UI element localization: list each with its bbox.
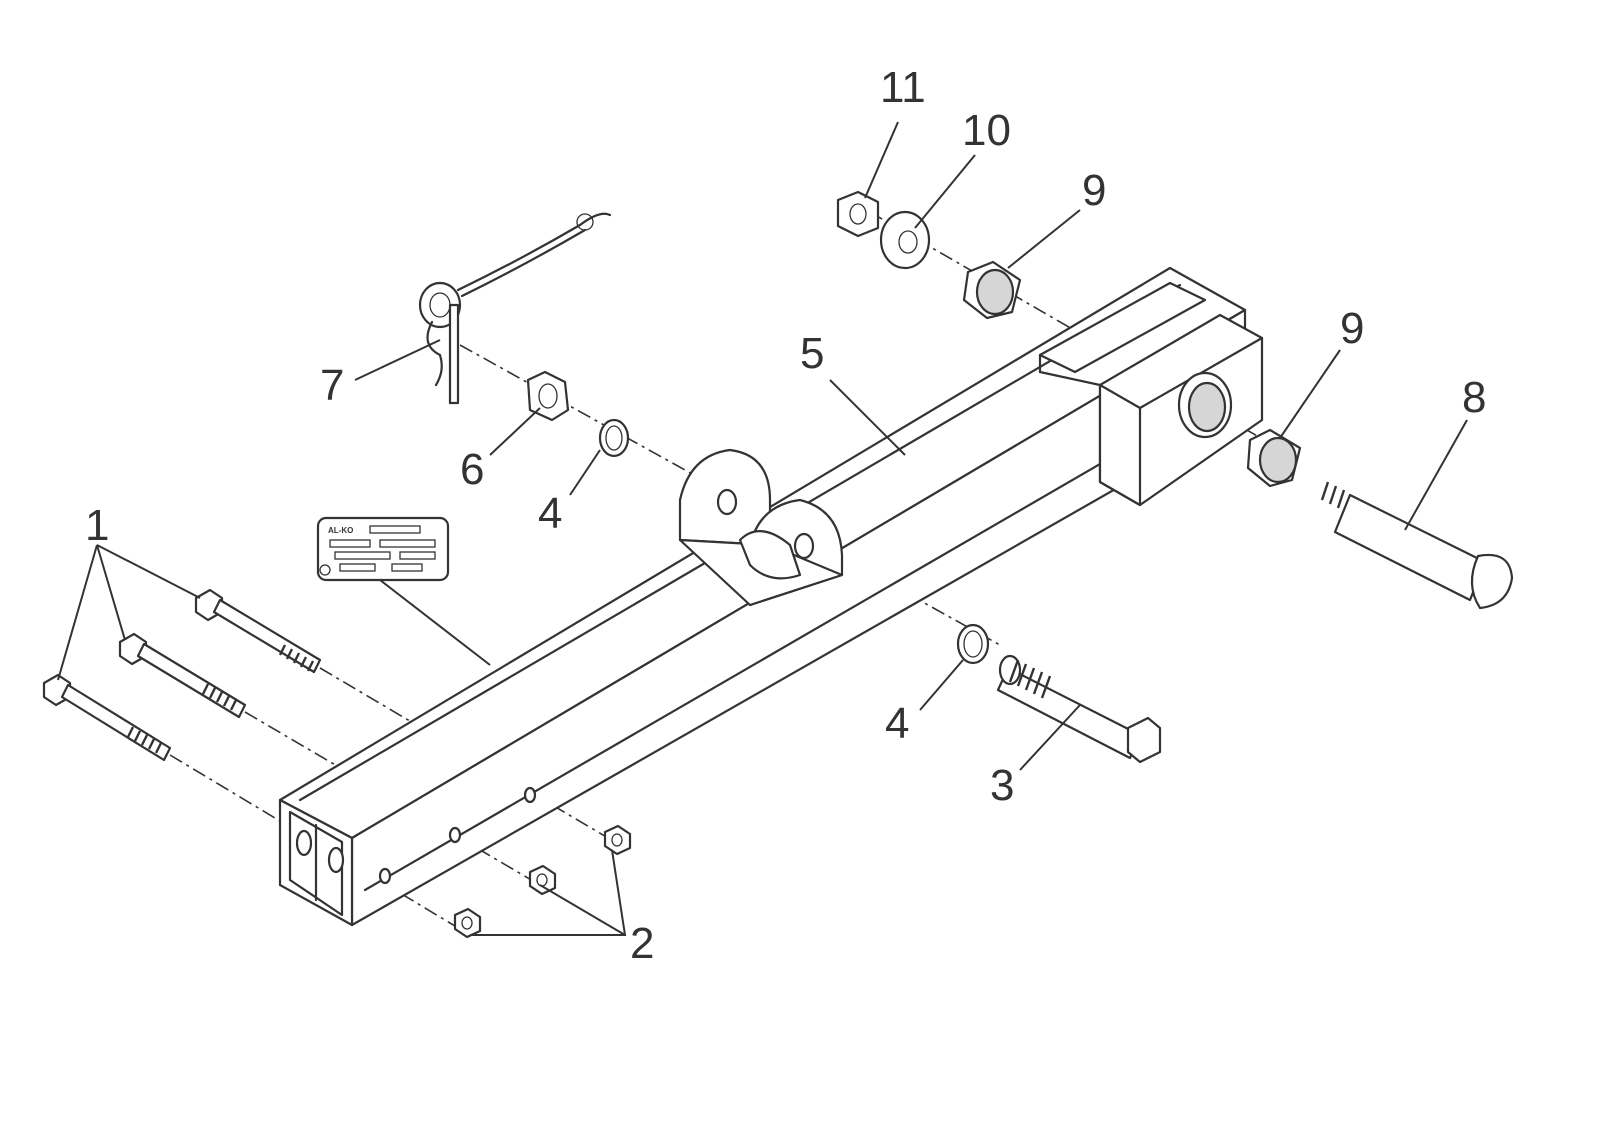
- bolt-1-middle: [118, 632, 247, 719]
- part-label-4-lower: 4: [885, 699, 909, 748]
- bolt-1-bottom: [42, 673, 172, 762]
- part-label-7: 7: [320, 361, 344, 410]
- nut-2-top: [603, 824, 632, 856]
- nut-11: [836, 190, 880, 238]
- bolt-1-top: [194, 588, 322, 674]
- part-label-6: 6: [460, 445, 484, 494]
- id-plate: AL-KO: [316, 516, 450, 582]
- part-labels: 1 2 3 4 4 5 6 7 8 9 9 10 11: [85, 63, 1486, 968]
- castle-nut-6: [526, 370, 570, 422]
- part-label-11: 11: [880, 63, 926, 112]
- nut-2-middle: [528, 864, 557, 896]
- washer-4-lower: [956, 623, 990, 665]
- part-label-8: 8: [1462, 373, 1486, 422]
- part-label-4-upper: 4: [538, 489, 562, 538]
- part-label-9-lower: 9: [1340, 304, 1364, 353]
- linch-pin-7: [418, 212, 612, 405]
- washer-4-upper: [598, 418, 630, 458]
- id-plate-brand: AL-KO: [328, 526, 353, 535]
- part-label-5: 5: [800, 329, 824, 378]
- bushing-9-upper: [962, 260, 1022, 320]
- part-label-9-upper: 9: [1082, 166, 1106, 215]
- part-label-1: 1: [85, 501, 109, 550]
- nut-2-bottom: [453, 907, 482, 939]
- part-label-3: 3: [990, 761, 1014, 810]
- leader-lines: [57, 121, 1468, 936]
- pivot-bolt-3: [996, 654, 1162, 764]
- bushing-9-lower: [1246, 428, 1302, 488]
- clevis-bracket: [678, 448, 844, 607]
- part-label-2: 2: [630, 919, 654, 968]
- part-label-10: 10: [962, 106, 1011, 155]
- beam-sleeve: [1038, 281, 1264, 507]
- pivot-pin-8: [1320, 481, 1514, 610]
